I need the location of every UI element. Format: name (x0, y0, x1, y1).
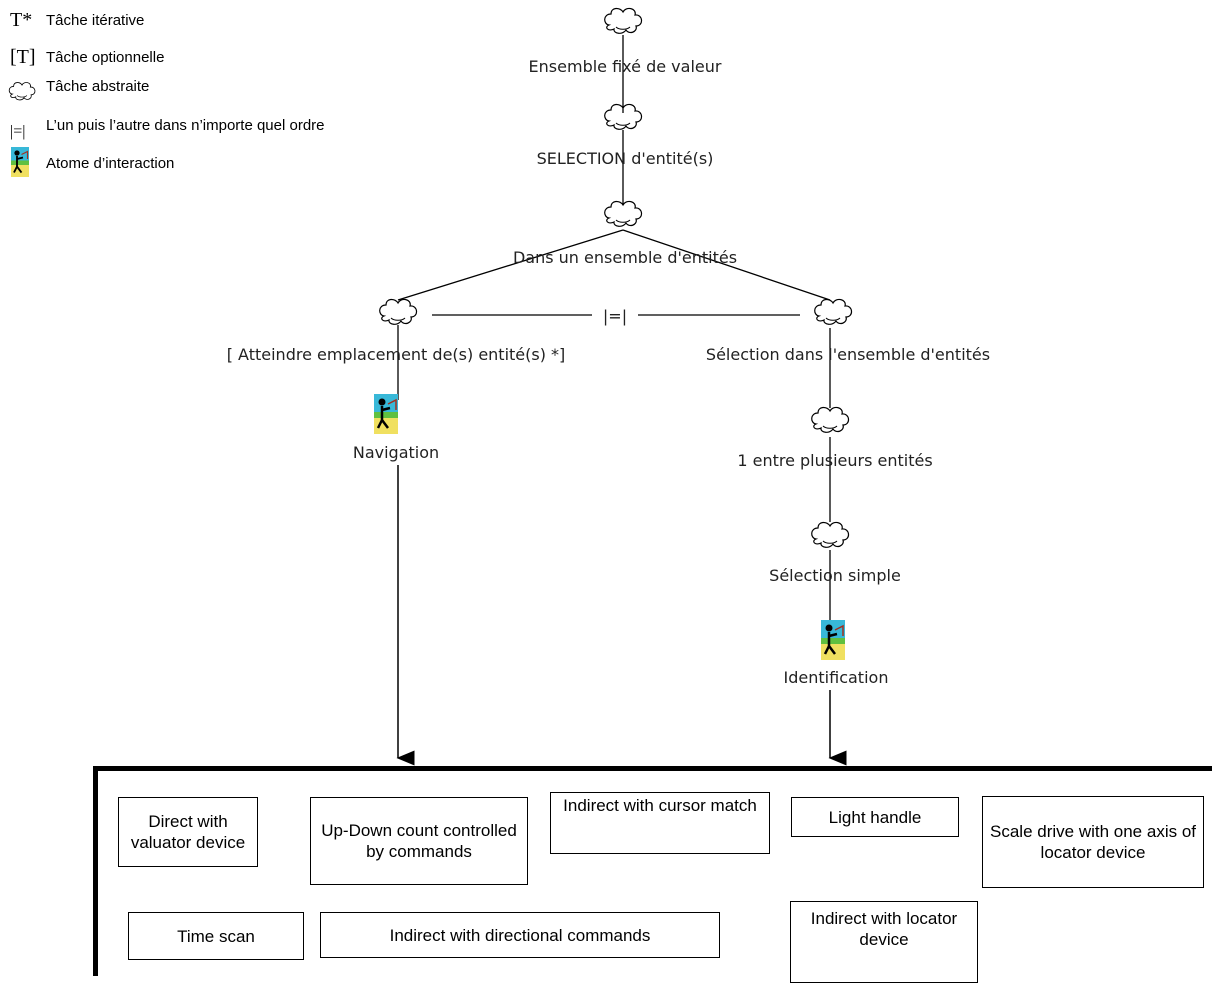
cloud-icon (379, 298, 418, 325)
node-label-navigation: Navigation (352, 443, 440, 462)
legend-label: Tâche optionnelle (46, 48, 165, 66)
legend-label: L’un puis l’autre dans n’importe quel or… (46, 116, 325, 134)
cloud-icon (604, 7, 643, 34)
node-label-root: Ensemble fixé de valeur (528, 57, 722, 76)
cloud-icon (8, 82, 36, 101)
node-label-selection: SELECTION d'entité(s) (536, 149, 714, 168)
technique-box: Indirect with locator device (790, 901, 978, 983)
iterative-task-symbol: T* (10, 9, 33, 31)
edge-set-right (622, 229, 831, 301)
optional-task-symbol: [T] (10, 46, 36, 68)
node-label-identification: Identification (783, 668, 889, 687)
legend-label: Atome d’interaction (46, 155, 175, 172)
legend-label: Tâche abstraite (46, 78, 150, 95)
cloud-icon (811, 521, 850, 548)
technique-label: Scale drive with one axis of locator dev… (990, 822, 1196, 862)
legend-item-abstract: Tâche abstraite (46, 78, 149, 95)
technique-box: Up-Down count controlled by commands (310, 797, 528, 885)
technique-label: Indirect with directional commands (389, 925, 651, 945)
cloud-icon (814, 298, 853, 325)
legend-item-atom: Atome d’interaction (46, 155, 174, 172)
node-label-selection-in-set: Sélection dans l'ensemble d'entités (705, 345, 991, 364)
order-independence-symbol: |=| (10, 123, 26, 140)
edge-set-left (397, 229, 624, 301)
technique-label: Indirect with cursor match (563, 796, 757, 815)
technique-label: Direct with valuator device (130, 812, 246, 852)
node-label-reach-location: [ Atteindre emplacement de(s) entité(s) … (226, 345, 566, 364)
cloud-icon (604, 103, 643, 130)
cloud-icon (604, 200, 643, 227)
technique-box: Indirect with directional commands (320, 912, 720, 958)
technique-box: Time scan (128, 912, 304, 960)
node-label-set: Dans un ensemble d'entités (512, 248, 738, 267)
technique-label: Indirect with locator device (810, 909, 958, 949)
technique-box: Scale drive with one axis of locator dev… (982, 796, 1204, 888)
legend-label: Tâche itérative (46, 11, 145, 29)
cloud-icon (811, 406, 850, 433)
technique-label: Light handle (828, 807, 922, 827)
interaction-atom-icon (10, 146, 30, 178)
order-independence-operator: |=| (600, 306, 630, 326)
technique-box: Direct with valuator device (118, 797, 258, 867)
technique-panel: Direct with valuator device Up-Down coun… (93, 766, 1212, 983)
technique-box: Indirect with cursor match (550, 792, 770, 854)
technique-box: Light handle (791, 797, 959, 837)
legend-item-order: |=| L’un puis l’autre dans n’importe que… (10, 110, 325, 140)
legend-item-iterative: T* Tâche itérative (10, 10, 144, 30)
interaction-atom-icon (819, 618, 847, 662)
technique-label: Up-Down count controlled by commands (321, 821, 517, 861)
legend-item-optional: [T] Tâche optionnelle (10, 47, 164, 67)
node-label-one-among: 1 entre plusieurs entités (737, 451, 933, 470)
node-label-simple-selection: Sélection simple (769, 566, 901, 585)
interaction-atom-icon (372, 392, 400, 436)
technique-label: Time scan (177, 926, 255, 946)
